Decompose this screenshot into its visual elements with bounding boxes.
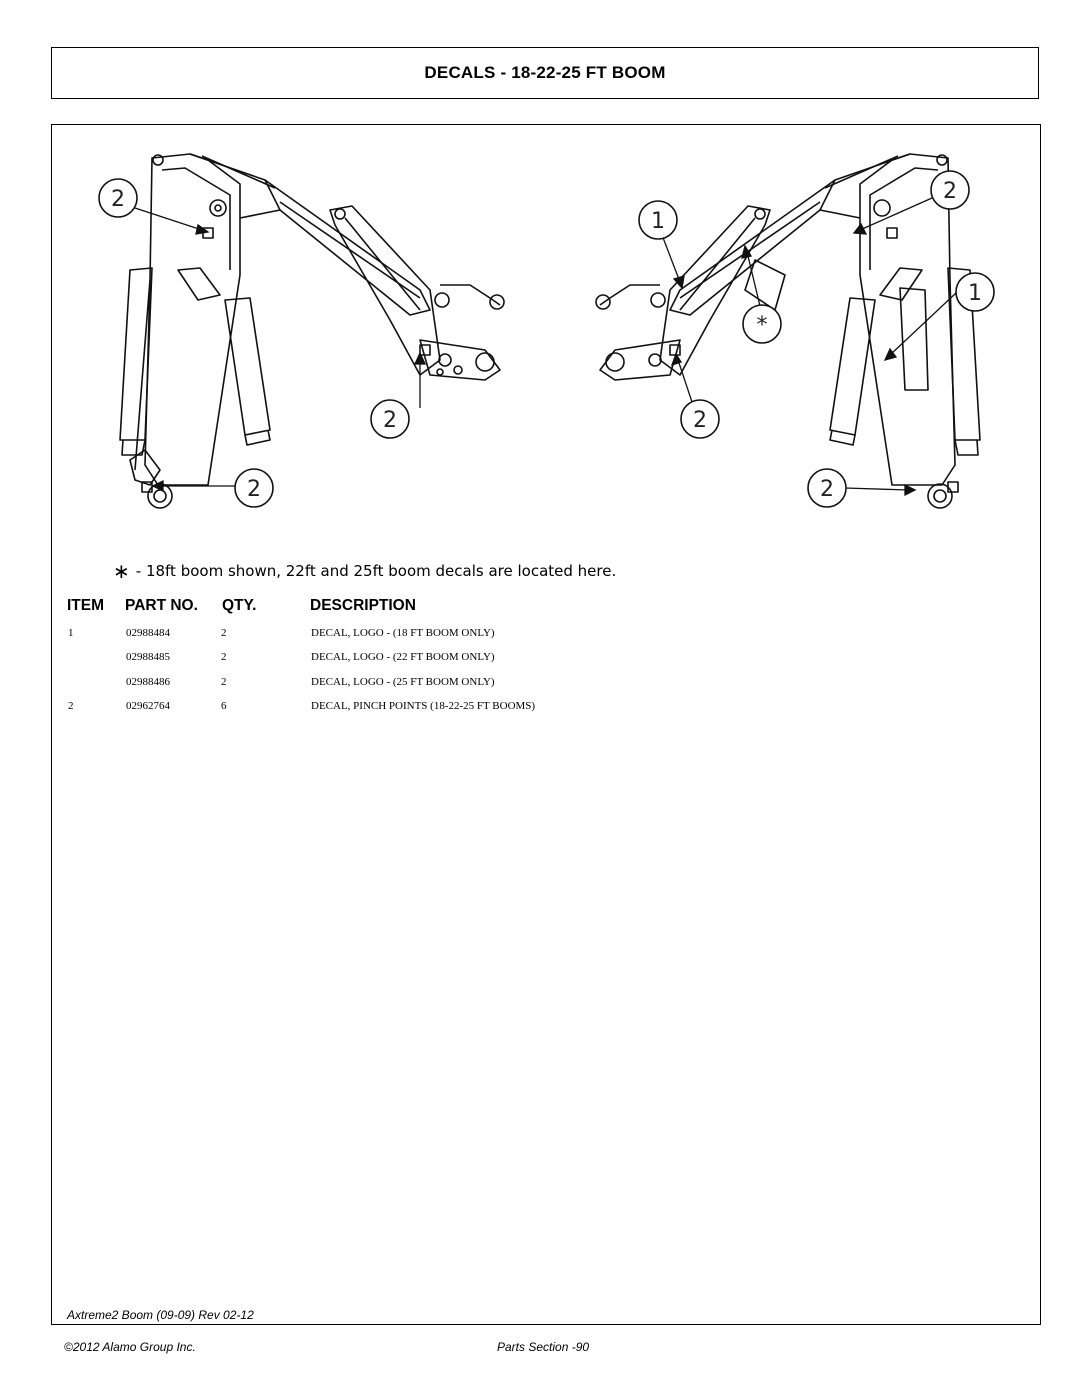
footer-model: Axtreme2 Boom (09-09) Rev 02-12 [67, 1308, 254, 1322]
callout-label: 2 [247, 477, 261, 502]
row-qty: 2 [221, 627, 227, 639]
boom-decal-diagram: 2 2 2 1 2 * 2 1 2 [98, 153, 995, 509]
callout-label: 2 [943, 179, 957, 204]
row-qty: 2 [221, 676, 227, 688]
callout-label: 2 [383, 408, 397, 433]
row-part-no: 02988484 [126, 627, 170, 639]
callout-label: 2 [693, 408, 707, 433]
footer-copyright: ©2012 Alamo Group Inc. [64, 1340, 196, 1354]
left-boom-illustration [119, 153, 505, 509]
row-part-no: 02988485 [126, 651, 170, 663]
boom-note-text: - 18ft boom shown, 22ft and 25ft boom de… [135, 562, 617, 580]
callout-label: 1 [968, 281, 982, 306]
page-title-box: DECALS - 18-22-25 FT BOOM [51, 47, 1039, 99]
row-qty: 2 [221, 651, 227, 663]
row-qty: 6 [221, 700, 227, 712]
callout-label: * [757, 313, 768, 338]
row-item: 2 [68, 700, 74, 712]
content-frame [51, 124, 1041, 1325]
row-description: DECAL, PINCH POINTS (18-22-25 FT BOOMS) [311, 700, 536, 712]
row-part-no: 02988486 [126, 676, 170, 688]
row-part-no: 02962764 [126, 700, 170, 712]
callout-label: 2 [820, 477, 834, 502]
row-description: DECAL, LOGO - (22 FT BOOM ONLY) [311, 651, 495, 663]
page-title: DECALS - 18-22-25 FT BOOM [424, 63, 666, 82]
callout-label: 2 [111, 187, 125, 212]
right-boom-illustration [595, 153, 981, 509]
col-header-item: ITEM [67, 597, 105, 614]
row-item: 1 [68, 627, 74, 639]
row-description: DECAL, LOGO - (18 FT BOOM ONLY) [311, 627, 495, 639]
row-description: DECAL, LOGO - (25 FT BOOM ONLY) [311, 676, 495, 688]
col-header-description: DESCRIPTION [310, 597, 416, 614]
asterisk-icon: ∗ [113, 559, 130, 583]
footer-page: Parts Section -90 [497, 1340, 590, 1354]
callout-label: 1 [651, 209, 665, 234]
boom-note: ∗ - 18ft boom shown, 22ft and 25ft boom … [113, 561, 616, 581]
col-header-part-no: PART NO. [125, 597, 198, 614]
col-header-qty: QTY. [222, 597, 257, 614]
